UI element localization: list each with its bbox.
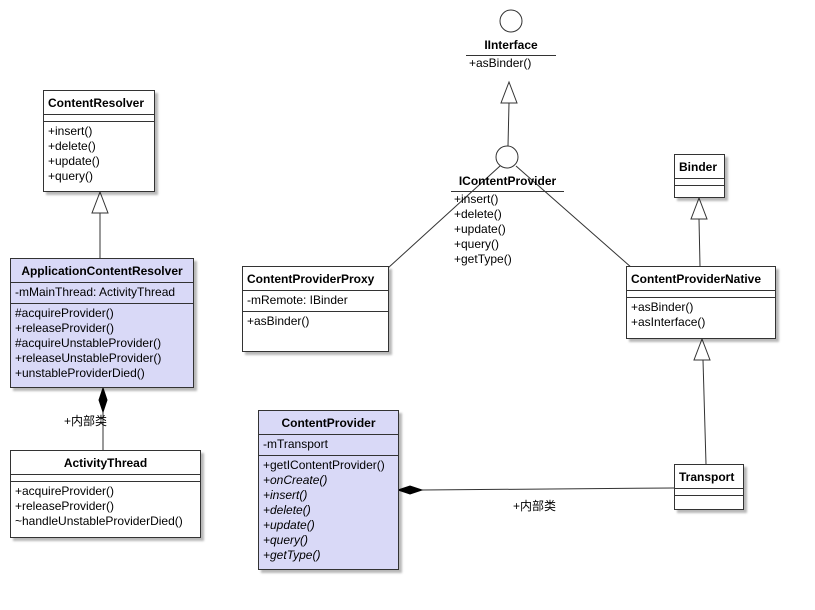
generalization-line — [507, 102, 510, 147]
realization-line-native — [515, 165, 633, 269]
inner-class-label: +内部类 — [64, 414, 108, 428]
method: +asBinder() — [469, 56, 532, 70]
class-content-provider-native[interactable]: ContentProviderNative +asBinder() +asInt… — [626, 266, 776, 339]
attribute: -mMainThread: ActivityThread — [15, 285, 176, 299]
class-name: ContentProviderProxy — [247, 272, 375, 286]
method: +asBinder() — [247, 314, 310, 328]
methods-section — [675, 495, 743, 502]
method: #acquireProvider() — [15, 306, 114, 320]
method: #acquireUnstableProvider() — [15, 336, 162, 350]
method: +getType() — [454, 252, 512, 266]
generalization-arrowhead — [91, 190, 109, 214]
class-name: ApplicationContentResolver — [21, 264, 183, 278]
abstract-method: +update() — [263, 518, 315, 532]
methods-section: +insert() +delete() +update() +query() — [44, 121, 154, 187]
composition-diamond — [396, 485, 424, 495]
realization-line-proxy — [387, 165, 501, 269]
class-activity-thread[interactable]: ActivityThread +acquireProvider() +relea… — [10, 450, 201, 538]
composition-diamond — [98, 386, 108, 414]
class-binder[interactable]: Binder — [674, 154, 725, 198]
methods-section: +getIContentProvider() +onCreate() +inse… — [259, 455, 398, 566]
method: +delete() — [48, 139, 96, 153]
methods-section: #acquireProvider() +releaseProvider() #a… — [11, 303, 193, 384]
iinterface-lollipop — [499, 9, 523, 33]
method: ~handleUnstableProviderDied() — [15, 514, 183, 528]
methods-section: +asBinder() — [243, 311, 388, 332]
methods-section: +asBinder() +asInterface() — [627, 297, 775, 333]
attributes-section: -mMainThread: ActivityThread — [11, 282, 193, 303]
attributes-section — [11, 474, 200, 481]
interface-icontent-provider[interactable]: IContentProvider +insert() +delete() +up… — [451, 174, 564, 267]
method: +insert() — [48, 124, 93, 138]
method: +delete() — [454, 207, 502, 221]
abstract-method: +insert() — [263, 488, 308, 502]
attributes-section — [675, 488, 743, 495]
interface-iinterface[interactable]: IInterface +asBinder() — [466, 38, 556, 71]
method: +releaseUnstableProvider() — [15, 351, 162, 365]
class-content-resolver[interactable]: ContentResolver +insert() +delete() +upd… — [43, 90, 155, 192]
methods-section: +acquireProvider() +releaseProvider() ~h… — [11, 481, 200, 532]
attributes-section: -mTransport — [259, 434, 398, 455]
class-application-content-resolver[interactable]: ApplicationContentResolver -mMainThread:… — [10, 258, 194, 388]
class-content-provider[interactable]: ContentProvider -mTransport +getIContent… — [258, 410, 399, 570]
class-name: ContentProviderNative — [631, 272, 762, 286]
abstract-method: +delete() — [263, 503, 311, 517]
interface-name: IContentProvider — [451, 174, 564, 192]
class-name: Transport — [679, 470, 735, 484]
method: +releaseProvider() — [15, 499, 115, 513]
method: +query() — [454, 237, 500, 251]
method: +insert() — [454, 192, 499, 206]
attribute: -mRemote: IBinder — [247, 293, 348, 307]
inner-class-label: +内部类 — [513, 499, 557, 513]
class-name: ContentResolver — [48, 96, 145, 110]
abstract-method: +getType() — [263, 548, 321, 562]
generalization-line — [698, 218, 701, 267]
attributes-section — [675, 178, 724, 185]
method: +update() — [454, 222, 506, 236]
method: +getIContentProvider() — [263, 458, 385, 472]
interface-name: IInterface — [466, 38, 556, 56]
class-content-provider-proxy[interactable]: ContentProviderProxy -mRemote: IBinder +… — [242, 266, 389, 352]
class-name: Binder — [679, 160, 718, 174]
method: +unstableProviderDied() — [15, 366, 145, 380]
attributes-section: -mRemote: IBinder — [243, 290, 388, 311]
methods-section — [675, 185, 724, 192]
class-name: ActivityThread — [63, 456, 148, 470]
method: +query() — [48, 169, 94, 183]
method: +releaseProvider() — [15, 321, 115, 335]
method: +asBinder() — [631, 300, 694, 314]
abstract-method: +onCreate() — [263, 473, 328, 487]
class-transport[interactable]: Transport — [674, 464, 744, 510]
generalization-arrowhead — [500, 80, 518, 104]
attributes-section — [44, 114, 154, 121]
attribute: -mTransport — [263, 437, 328, 451]
method: +update() — [48, 154, 100, 168]
composition-line — [421, 487, 675, 491]
abstract-method: +query() — [263, 533, 309, 547]
icontentprovider-lollipop — [495, 145, 519, 169]
attributes-section — [627, 290, 775, 297]
class-name: ContentProvider — [281, 416, 376, 430]
generalization-arrowhead — [693, 337, 711, 361]
generalization-line — [702, 359, 707, 465]
method: +asInterface() — [631, 315, 706, 329]
method: +acquireProvider() — [15, 484, 115, 498]
generalization-arrowhead — [690, 196, 708, 220]
